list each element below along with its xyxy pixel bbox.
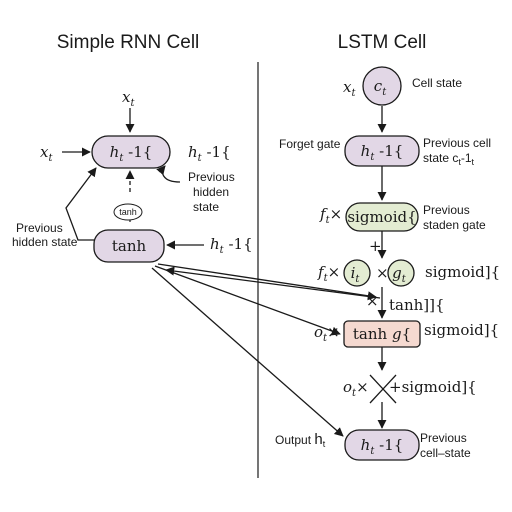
rnn-hidden-node-label: ht -1{ [110, 143, 153, 164]
lstm-plus: + [369, 237, 382, 255]
rnn-prev-hidden-right-1: Previous [188, 170, 235, 184]
cross-edge-1 [165, 266, 381, 299]
rnn-tanh-node-label: tanh [112, 237, 147, 255]
lstm-forget-gate-label: Forget gate [279, 137, 341, 151]
lstm-forget-node-label: ht -1{ [361, 142, 404, 163]
lstm-times-between: × [376, 264, 389, 282]
rnn-prev-hidden-right-3: state [193, 200, 219, 214]
rnn-edge-prev-hidden-curl [156, 165, 181, 183]
rnn-edge-loop [65, 167, 97, 241]
lstm-input-gate-node [343, 259, 371, 287]
lstm-prev-cell-line2: state ct-1t [423, 151, 475, 167]
cross-edge-4 [151, 267, 344, 437]
rnn-h-prev-tanh: ht -1{ [210, 235, 253, 256]
lstm-candidate-node [387, 259, 415, 287]
lstm-o-times: ot× [314, 323, 340, 344]
rnn-small-tanh-bubble [113, 203, 143, 221]
rnn-x-top: xt [122, 88, 135, 109]
lstm-prev-cell-state-1: Previous [420, 431, 467, 445]
rnn-prev-hidden-left-1: Previous [16, 221, 63, 235]
lstm-output-label: Output ht [275, 431, 326, 449]
lstm-cell-node [362, 66, 402, 106]
lstm-sigmoid-node-label: sigmoid{ [347, 208, 416, 226]
lstm-o-times-2: ot× [343, 378, 369, 399]
lstm-plus-sigmoid: +sigmoid]{ [389, 378, 477, 396]
lstm-prev-staden-1: Previous [423, 203, 470, 217]
rnn-hidden-node [91, 135, 171, 169]
rnn-tanh-node [93, 229, 165, 263]
lstm-prev-cell-line1: Previous cell [423, 136, 491, 150]
lstm-output-node [344, 429, 420, 461]
lstm-cell-state-label: Cell state [412, 76, 462, 90]
lstm-tanh-g-label: tanh g{ [353, 325, 411, 343]
lstm-input-gate-label: it [351, 264, 361, 285]
lstm-prev-cell-state-2: cell–state [420, 446, 471, 460]
lstm-tanh-label: tanh]]{ [389, 296, 445, 314]
lstm-f-times-2: ft× [317, 263, 340, 284]
cross-edge-2 [157, 263, 377, 301]
lstm-candidate-label: gt [392, 264, 407, 285]
lstm-prev-staden-2: staden gate [423, 218, 486, 232]
lstm-sigmoid-label-1: sigmoid]{ [425, 263, 500, 281]
lstm-output-node-label: ht -1{ [361, 436, 404, 457]
rnn-prev-hidden-left-2: hidden state [12, 235, 78, 249]
cross-edge-3 [154, 265, 341, 336]
lstm-f-times: ft× [319, 205, 342, 226]
lstm-title: LSTM Cell [338, 32, 427, 53]
rnn-h-prev-right: ht -1{ [188, 143, 231, 164]
lstm-x: xt [343, 78, 356, 99]
rnn-x-left: xt [40, 143, 53, 164]
lstm-cross-1: × [366, 292, 379, 310]
lstm-sigmoid-label-2: sigmoid]{ [424, 321, 499, 339]
lstm-cell-node-label: ct [374, 77, 387, 98]
rnn-title: Simple RNN Cell [57, 32, 200, 53]
rnn-small-tanh-label: tanh [119, 207, 137, 217]
lstm-big-cross-b [369, 374, 397, 404]
rnn-prev-hidden-right-2: hidden [193, 185, 229, 199]
